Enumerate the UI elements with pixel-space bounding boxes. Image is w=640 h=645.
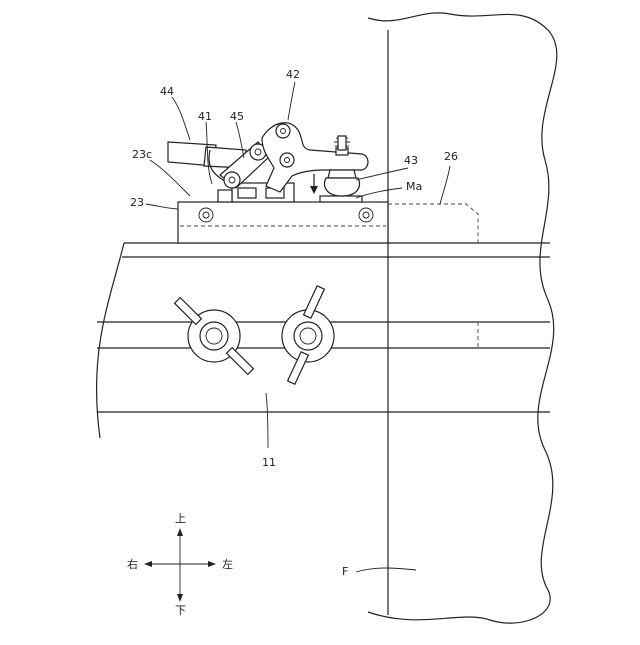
label-45: 45 (230, 110, 244, 123)
direction-compass: 上 下 右 左 (127, 512, 233, 617)
direction-down: 下 (175, 604, 186, 617)
label-23c: 23c (132, 148, 152, 161)
direction-right: 左 (222, 558, 233, 571)
wing-fastener-right (282, 286, 334, 384)
label-41: 41 (198, 110, 212, 123)
member-26 (388, 204, 478, 243)
label-26: 26 (444, 150, 458, 163)
label-43: 43 (404, 154, 418, 167)
label-11: 11 (262, 456, 276, 469)
label-44: 44 (160, 85, 174, 98)
label-42: 42 (286, 68, 300, 81)
clamp-arrow (310, 174, 318, 194)
label-23: 23 (130, 196, 144, 209)
base-plate-23 (178, 202, 388, 243)
label-f: F (342, 565, 348, 578)
wing-fastener-left (175, 298, 254, 375)
direction-up: 上 (175, 512, 186, 525)
workpiece-ma (320, 196, 362, 202)
floor-plate-f (368, 13, 557, 623)
label-ma: Ma (406, 180, 422, 193)
direction-left: 右 (127, 557, 138, 571)
